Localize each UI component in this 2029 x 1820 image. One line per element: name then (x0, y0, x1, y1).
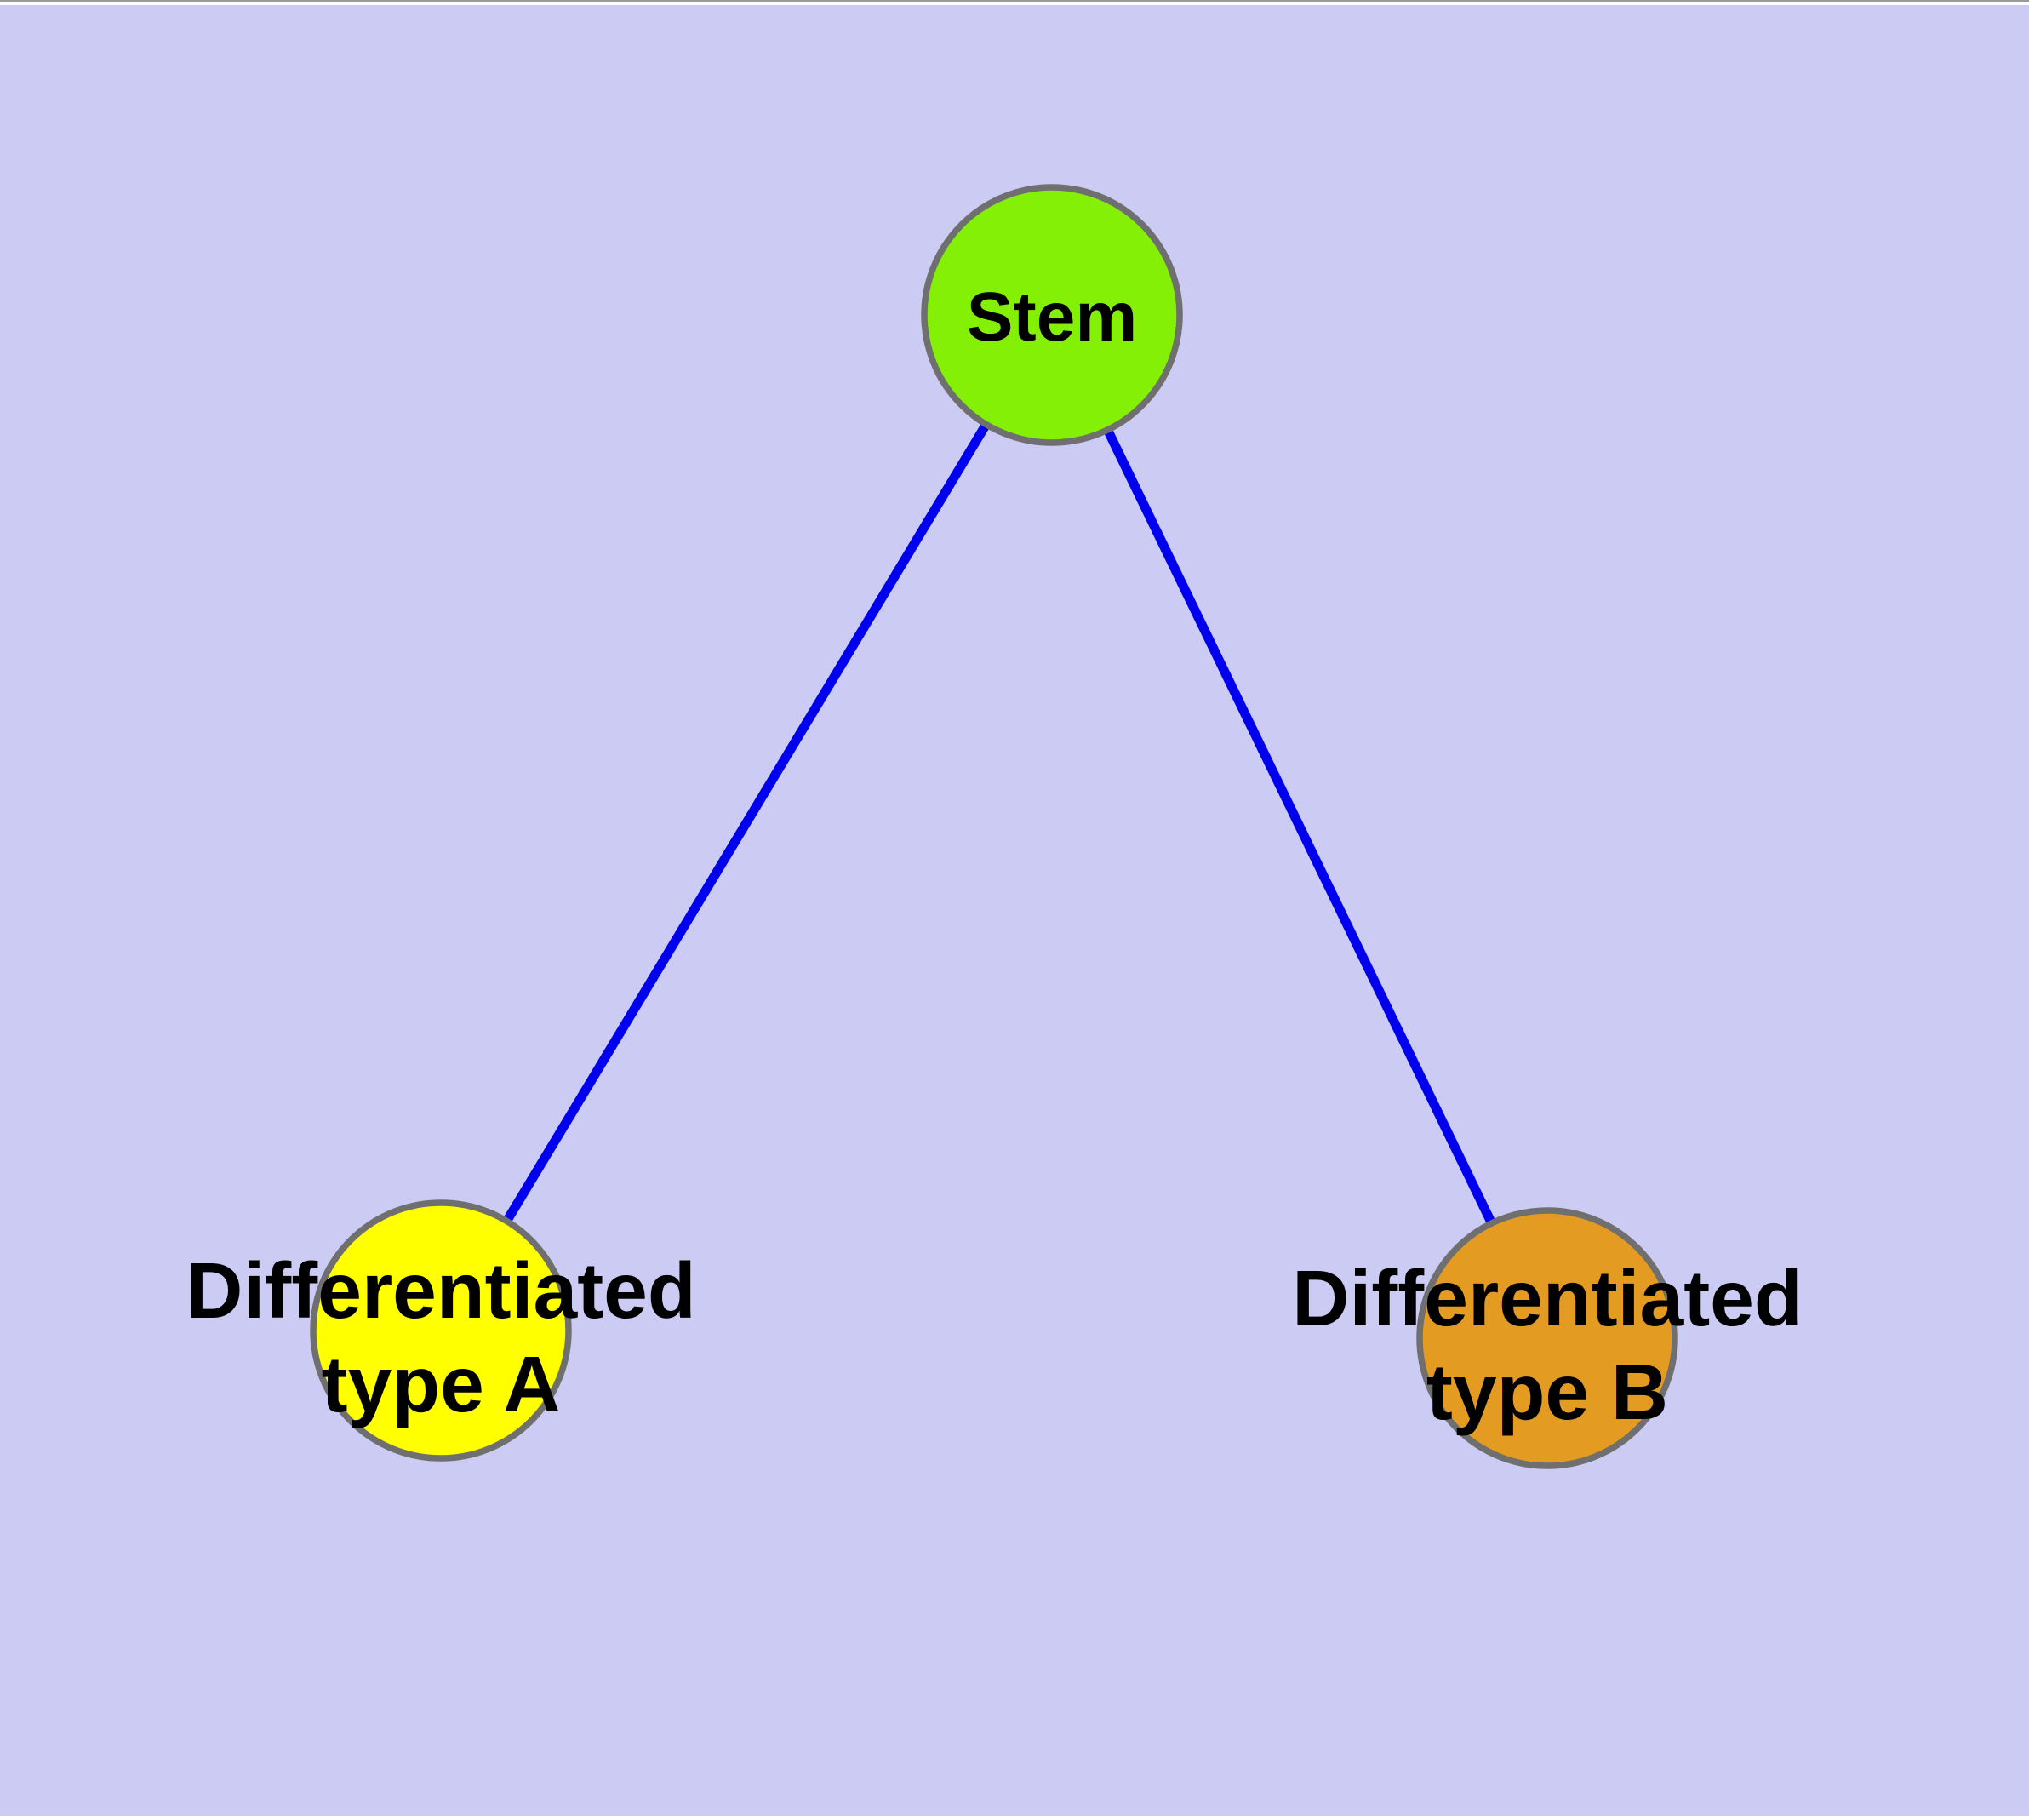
edge-stem-to-type-a (437, 312, 1056, 1333)
window-top-border (0, 0, 2029, 2)
node-type-a-label-line1: Differentiated (186, 1246, 695, 1335)
node-type-b-label-line2: type B (1426, 1348, 1668, 1436)
node-differentiated-type-b (1416, 1207, 1678, 1469)
node-stem (921, 184, 1183, 446)
node-differentiated-type-a (310, 1199, 572, 1462)
edge-stem-to-type-b (1048, 312, 1552, 1341)
node-stem-label: Stem (967, 278, 1138, 356)
node-type-b-label-line1: Differentiated (1292, 1254, 1802, 1342)
node-type-a-label-line2: type A (322, 1340, 561, 1428)
